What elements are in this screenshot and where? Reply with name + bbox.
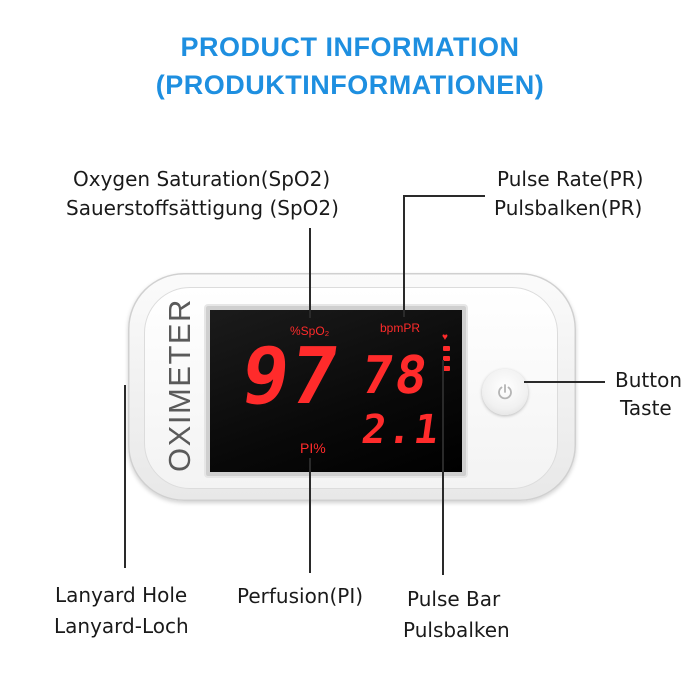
pr-label-de: Pulsbalken(PR): [494, 196, 643, 220]
title-line-1: PRODUCT INFORMATION: [180, 32, 520, 62]
button-leader-line: [524, 381, 605, 383]
button-label-de: Taste: [620, 396, 672, 420]
lanyard-label-en: Lanyard Hole: [55, 583, 188, 607]
title-line-2: (PRODUKTINFORMATIONEN): [155, 70, 545, 100]
pulse-bar-segment: [443, 346, 450, 351]
perfusion-label: Perfusion(PI): [237, 584, 364, 608]
pulse-rate-reading: 78: [357, 346, 433, 406]
pr-unit-label: bpmPR: [380, 321, 421, 335]
pr-label-en: Pulse Rate(PR): [497, 167, 644, 191]
perfusion-leader-line: [309, 458, 311, 573]
pr-leader-line-horizontal: [403, 195, 485, 197]
spo2-unit-label: %SpO₂: [290, 324, 330, 338]
button-label-en: Button: [615, 368, 682, 392]
pulse-bar-label-en: Pulse Bar: [407, 587, 501, 611]
spo2-label-en: Oxygen Saturation(SpO2): [73, 167, 331, 191]
pulse-bar-leader-line: [442, 360, 444, 575]
spo2-label-de: Sauerstoffsättigung (SpO2): [66, 196, 339, 220]
spo2-reading: 97: [235, 332, 347, 422]
pulse-bar-label-de: Pulsbalken: [403, 618, 510, 642]
power-icon: [498, 384, 512, 400]
pi-unit-label: PI%: [300, 440, 326, 456]
pulse-bar-segment: [443, 356, 450, 361]
lanyard-leader-line: [124, 385, 126, 568]
lanyard-label-de: Lanyard-Loch: [54, 614, 189, 638]
power-button[interactable]: [482, 369, 528, 415]
heart-icon: ♥: [442, 332, 448, 343]
display-screen: %SpO₂ bpmPR ♥ 97 78 2.1 PI%: [206, 306, 466, 476]
spo2-leader-line: [309, 228, 311, 318]
pr-leader-line-vertical: [403, 195, 405, 317]
brand-text: OXIMETER: [162, 298, 197, 472]
perfusion-reading: 2.1: [358, 407, 444, 453]
pulse-bar-segment: [443, 366, 450, 371]
